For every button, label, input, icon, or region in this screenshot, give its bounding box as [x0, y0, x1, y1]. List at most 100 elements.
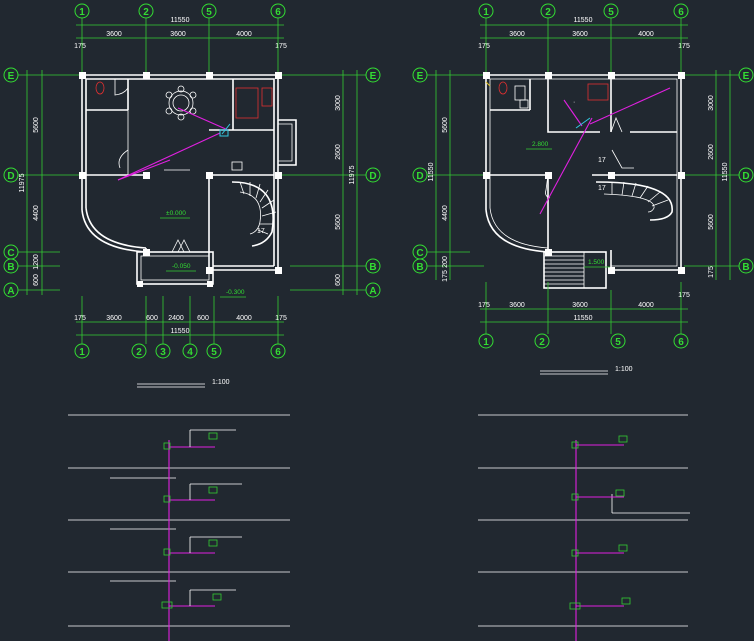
dim-text: 3600 — [509, 302, 525, 309]
axis-label: 5 — [211, 347, 217, 358]
curved-wall — [81, 209, 147, 253]
dim-text: 5600 — [708, 214, 715, 230]
scale-label: 1:100 — [615, 366, 633, 373]
axis-label: 1 — [79, 347, 85, 358]
right-riser-diagram — [478, 414, 690, 641]
axis-label: D — [416, 171, 423, 182]
dim-text: 175 — [74, 315, 86, 322]
right-floor-plan: 1 2 5 6 11550 3600 3600 4000 175 175 E D… — [412, 3, 754, 375]
axis-label: D — [369, 171, 376, 182]
dim-text: 3600 — [170, 31, 186, 38]
dining-table — [168, 90, 194, 116]
dim-text: 175 — [678, 292, 690, 299]
dim-text: 600 — [197, 315, 209, 322]
dim-text: 175 — [708, 266, 715, 278]
stair-step-count: 17 — [598, 157, 606, 164]
water-pipe — [117, 132, 221, 181]
left-floor-plan: 1 2 5 6 11550 3600 3600 4000 175 175 E D… — [3, 3, 381, 388]
axis-label: E — [417, 71, 424, 82]
dim-text: 600 — [146, 315, 158, 322]
axis-label: 4 — [187, 347, 193, 358]
axis-label: 2 — [545, 7, 551, 18]
floor-level-step: -0.300 — [226, 289, 245, 296]
dim-text: 175 — [478, 43, 490, 50]
axis-label: 6 — [678, 7, 684, 18]
floor-level-main: ±0.000 — [166, 210, 186, 217]
axis-label: 5 — [615, 337, 621, 348]
exterior-wall-inner — [86, 78, 275, 266]
dim-text: 3600 — [572, 302, 588, 309]
dim-text: 11550 — [722, 162, 729, 181]
floor-level-landing: 1.500 — [588, 259, 605, 266]
dim-text: 11550 — [574, 17, 593, 24]
dim-text: 3600 — [509, 31, 525, 38]
dim-text: 175 — [275, 43, 287, 50]
dim-text: 11550 — [171, 17, 190, 24]
dim-text: 4000 — [638, 31, 654, 38]
dim-text: 4400 — [442, 205, 449, 221]
toilet-fixture — [95, 81, 105, 95]
floor-level-upper: 2.800 — [532, 141, 549, 148]
dim-text: 2600 — [708, 144, 715, 160]
dim-text: 4400 — [33, 205, 40, 221]
axis-label: A — [7, 286, 14, 297]
axis-label: D — [7, 171, 14, 182]
stair-step-count: 17 — [598, 185, 606, 192]
axis-label: E — [743, 71, 750, 82]
dim-text: 200 — [442, 256, 449, 268]
axis-label: 6 — [678, 337, 684, 348]
axis-label: 2 — [136, 347, 142, 358]
dim-text: 4000 — [236, 315, 252, 322]
dim-text: 5600 — [33, 117, 40, 133]
dim-text: 2600 — [335, 144, 342, 160]
dim-text: 11550 — [171, 328, 190, 335]
dim-text: 3000 — [335, 95, 342, 111]
water-pipe — [539, 117, 593, 215]
axis-label: 1 — [79, 7, 85, 18]
dim-text: 600 — [335, 274, 342, 286]
axis-label: C — [416, 248, 423, 259]
dim-text: 4000 — [638, 302, 654, 309]
dim-text: 175 — [74, 43, 86, 50]
axis-label: 2 — [143, 7, 149, 18]
spiral-stair — [231, 181, 274, 247]
dim-text: 3000 — [708, 95, 715, 111]
axis-label: 2 — [539, 337, 545, 348]
axis-label: 5 — [608, 7, 614, 18]
svg-text:·: · — [573, 99, 575, 106]
dim-text: 11550 — [428, 162, 435, 181]
axis-label: 6 — [275, 7, 281, 18]
axis-label: 1 — [483, 7, 489, 18]
axis-label: E — [370, 71, 377, 82]
axis-label: B — [742, 262, 749, 273]
axis-label: 6 — [275, 347, 281, 358]
dim-text: 3600 — [106, 31, 122, 38]
axis-label: B — [416, 262, 423, 273]
axis-label: 1 — [483, 337, 489, 348]
dim-text: 5600 — [442, 117, 449, 133]
front-stair — [543, 251, 607, 289]
axis-label: 5 — [206, 7, 212, 18]
axis-label: C — [7, 248, 14, 259]
floor-level-porch: -0.050 — [172, 263, 191, 270]
dim-text: 175 — [442, 270, 449, 282]
axis-label: D — [742, 171, 749, 182]
axis-label: E — [8, 71, 15, 82]
scale-label: 1:100 — [212, 379, 230, 386]
dim-text: 3600 — [106, 315, 122, 322]
dim-text: 175 — [275, 315, 287, 322]
spiral-stair — [595, 181, 673, 221]
dim-text: 1200 — [33, 254, 40, 270]
dim-text: 2400 — [168, 315, 184, 322]
dim-text: 11975 — [19, 173, 26, 192]
dim-text: 175 — [478, 302, 490, 309]
dim-text: 4000 — [236, 31, 252, 38]
dim-text: 11975 — [349, 165, 356, 184]
dim-text: 175 — [678, 43, 690, 50]
axis-label: B — [369, 262, 376, 273]
left-riser-diagram — [68, 414, 290, 641]
dim-text: 3600 — [572, 31, 588, 38]
dim-text: 11550 — [574, 315, 593, 322]
dim-text: 600 — [33, 274, 40, 286]
